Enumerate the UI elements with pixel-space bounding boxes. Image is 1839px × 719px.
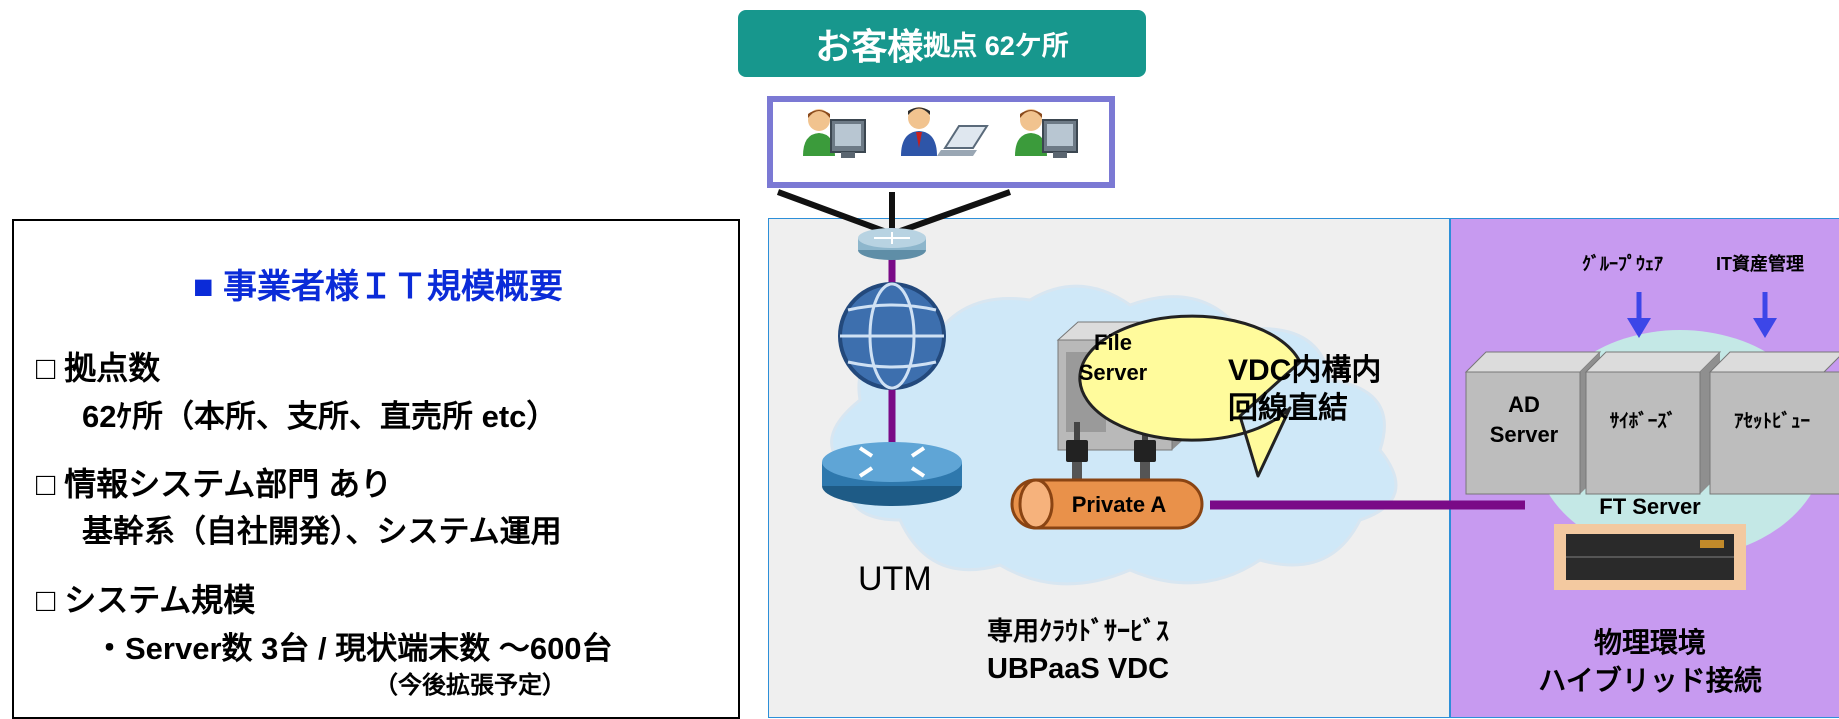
user-pc-icon bbox=[803, 109, 866, 158]
ft-server-label: FT Server bbox=[1599, 494, 1701, 519]
overview-title: ■ 事業者様ＩＴ規模概要 bbox=[193, 268, 563, 306]
vdc-service-label: 専用ｸﾗｳﾄﾞｻｰﾋﾞｽ UBPaaS VDC bbox=[948, 612, 1208, 688]
client-users-box bbox=[767, 96, 1115, 188]
file-server-label-line2: Server bbox=[1078, 360, 1148, 385]
bubble-text-line2: 回線直結 bbox=[1228, 392, 1348, 425]
banner-title-sub: 拠点 62ケ所 bbox=[923, 31, 1069, 61]
physical-caption: 物理環境 ハイブリッド接続 bbox=[1530, 624, 1770, 700]
vdc-bubble-text: VDC内構内 回線直結 bbox=[1228, 352, 1381, 428]
arrow-down-icon bbox=[1753, 292, 1777, 338]
overview-detail-it-dept: 基幹系（自社開発）、システム運用 bbox=[82, 514, 562, 549]
ad-server-label-line1: AD bbox=[1508, 392, 1540, 417]
customer-sites-banner: お客様 拠点 62ケ所 bbox=[738, 10, 1146, 77]
vdc-service-label-line2: UBPaaS VDC bbox=[986, 653, 1170, 685]
overview-detail-system-scale: ・Server数 3台 / 現状端末数 ～600台 bbox=[94, 631, 613, 666]
physical-caption-line2: ハイブリッド接続 bbox=[1538, 665, 1762, 696]
private-network-pipe bbox=[1010, 478, 1204, 530]
cybozu-server-label: ｻｲﾎﾞｰｽﾞ bbox=[1609, 411, 1677, 432]
cable-plug-icon bbox=[1066, 422, 1088, 484]
it-asset-management-label: IT資産管理 bbox=[1716, 254, 1804, 274]
overview-heading-sites: □ 拠点数 bbox=[36, 350, 161, 386]
file-server-label: File Server bbox=[1068, 328, 1158, 388]
internet-globe-icon bbox=[838, 282, 946, 390]
overview-heading-system-scale: □ システム規模 bbox=[36, 582, 256, 618]
asset-view-server-label: ｱｾｯﾄﾋﾞｭｰ bbox=[1733, 411, 1810, 432]
utm-label: UTM bbox=[858, 560, 932, 598]
user-pc-icon bbox=[1015, 109, 1078, 158]
private-a-label: Private A bbox=[1071, 492, 1167, 517]
router-icon bbox=[858, 228, 926, 260]
client-links bbox=[776, 189, 1012, 237]
overview-heading-it-dept: □ 情報システム部門 あり bbox=[36, 466, 393, 502]
arrow-down-icon bbox=[1627, 292, 1651, 338]
overview-note-expansion: （今後拡張予定） bbox=[374, 672, 566, 699]
vdc-speech-bubble bbox=[1078, 314, 1302, 478]
user-laptop-icon bbox=[901, 107, 989, 156]
file-server-label-line1: File bbox=[1094, 330, 1132, 355]
ad-server-label-line2: Server bbox=[1489, 422, 1559, 447]
network-diagram bbox=[776, 189, 1839, 590]
asset-view-server-icon bbox=[1708, 351, 1839, 495]
banner-title-main: お客様 bbox=[815, 25, 924, 67]
vdc-service-label-line1: 専用ｸﾗｳﾄﾞｻｰﾋﾞｽ bbox=[986, 616, 1169, 646]
bubble-text-line1: VDC内構内 bbox=[1228, 354, 1382, 387]
overview-detail-sites: 62ｹ所（本所、支所、直売所 etc） bbox=[82, 399, 558, 434]
ft-server-hardware-icon bbox=[1554, 524, 1746, 590]
utm-firewall-icon bbox=[822, 442, 962, 506]
groupware-label: ｸﾞﾙｰﾌﾟｳｪｱ bbox=[1582, 254, 1663, 274]
it-scale-overview-box: ■ 事業者様ＩＴ規模概要 □ 拠点数 62ｹ所（本所、支所、直売所 etc） □… bbox=[12, 219, 740, 719]
physical-caption-line1: 物理環境 bbox=[1593, 627, 1706, 658]
ad-server-label: AD Server bbox=[1478, 390, 1570, 450]
